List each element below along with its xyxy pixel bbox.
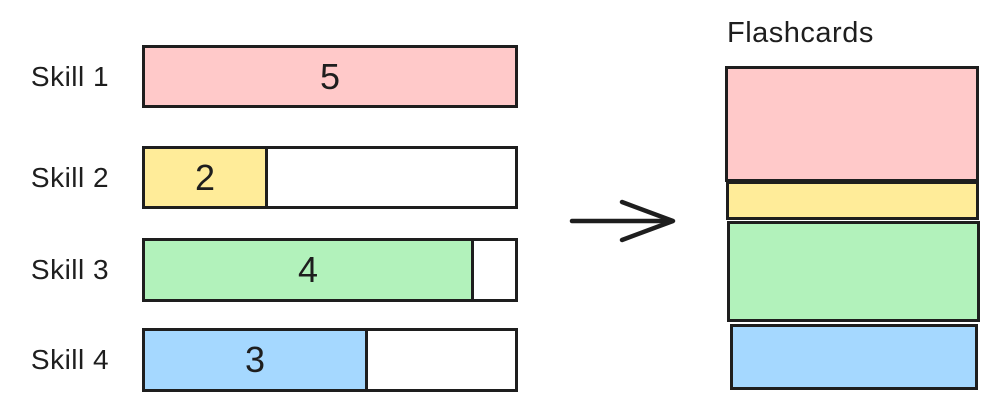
flashcards-segment-skill-3 xyxy=(727,221,980,322)
flashcards-segment-skill-2 xyxy=(726,181,979,220)
skill-2-bar-value: 2 xyxy=(194,156,216,198)
flashcards-title: Flashcards xyxy=(727,17,874,49)
skill-1-bar-value: 5 xyxy=(319,55,341,97)
skill-2-bar-fill: 2 xyxy=(142,146,268,209)
skill-1-label: Skill 1 xyxy=(30,60,110,92)
flashcards-segment-skill-1 xyxy=(725,66,979,182)
skill-1-bar-fill: 5 xyxy=(142,45,518,108)
skill-3-bar-value: 4 xyxy=(297,249,319,290)
skill-3-label: Skill 3 xyxy=(30,254,110,285)
flashcards-segment-skill-4 xyxy=(730,324,978,390)
skill-2-label: Skill 2 xyxy=(30,161,110,193)
right-arrow-icon xyxy=(569,199,676,243)
skill-4-label: Skill 4 xyxy=(30,344,110,375)
skill-4-bar-value: 3 xyxy=(244,339,266,380)
skill-4-bar-fill: 3 xyxy=(142,328,368,392)
skill-3-bar-fill: 4 xyxy=(142,238,474,302)
